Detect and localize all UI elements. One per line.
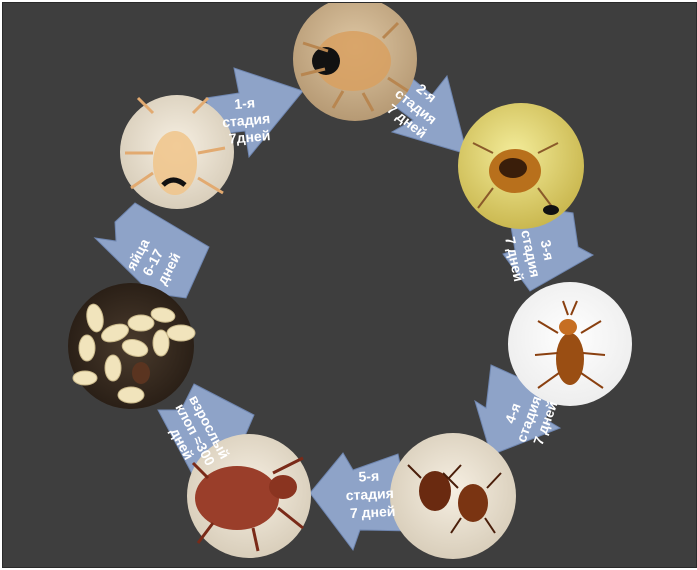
photo-nymph-stage5 <box>390 433 516 559</box>
label-stage5: 5-я стадия 7 дней <box>344 467 399 522</box>
photo-nymph-stage4 <box>508 282 632 406</box>
photo-eggs <box>68 283 196 409</box>
photo-adult-bug <box>187 434 311 558</box>
photo-nymph-stage2 <box>293 3 417 121</box>
diagram-canvas: 1-я стадия 7дней 2-я стадия 7 дней 3-я с… <box>68 3 632 559</box>
label-stage1: 1-я стадия 7дней <box>220 93 276 147</box>
photo-nymph-stage3 <box>458 103 584 229</box>
arrow-eggs <box>93 202 210 299</box>
photo-nymph-stage1 <box>120 95 234 209</box>
